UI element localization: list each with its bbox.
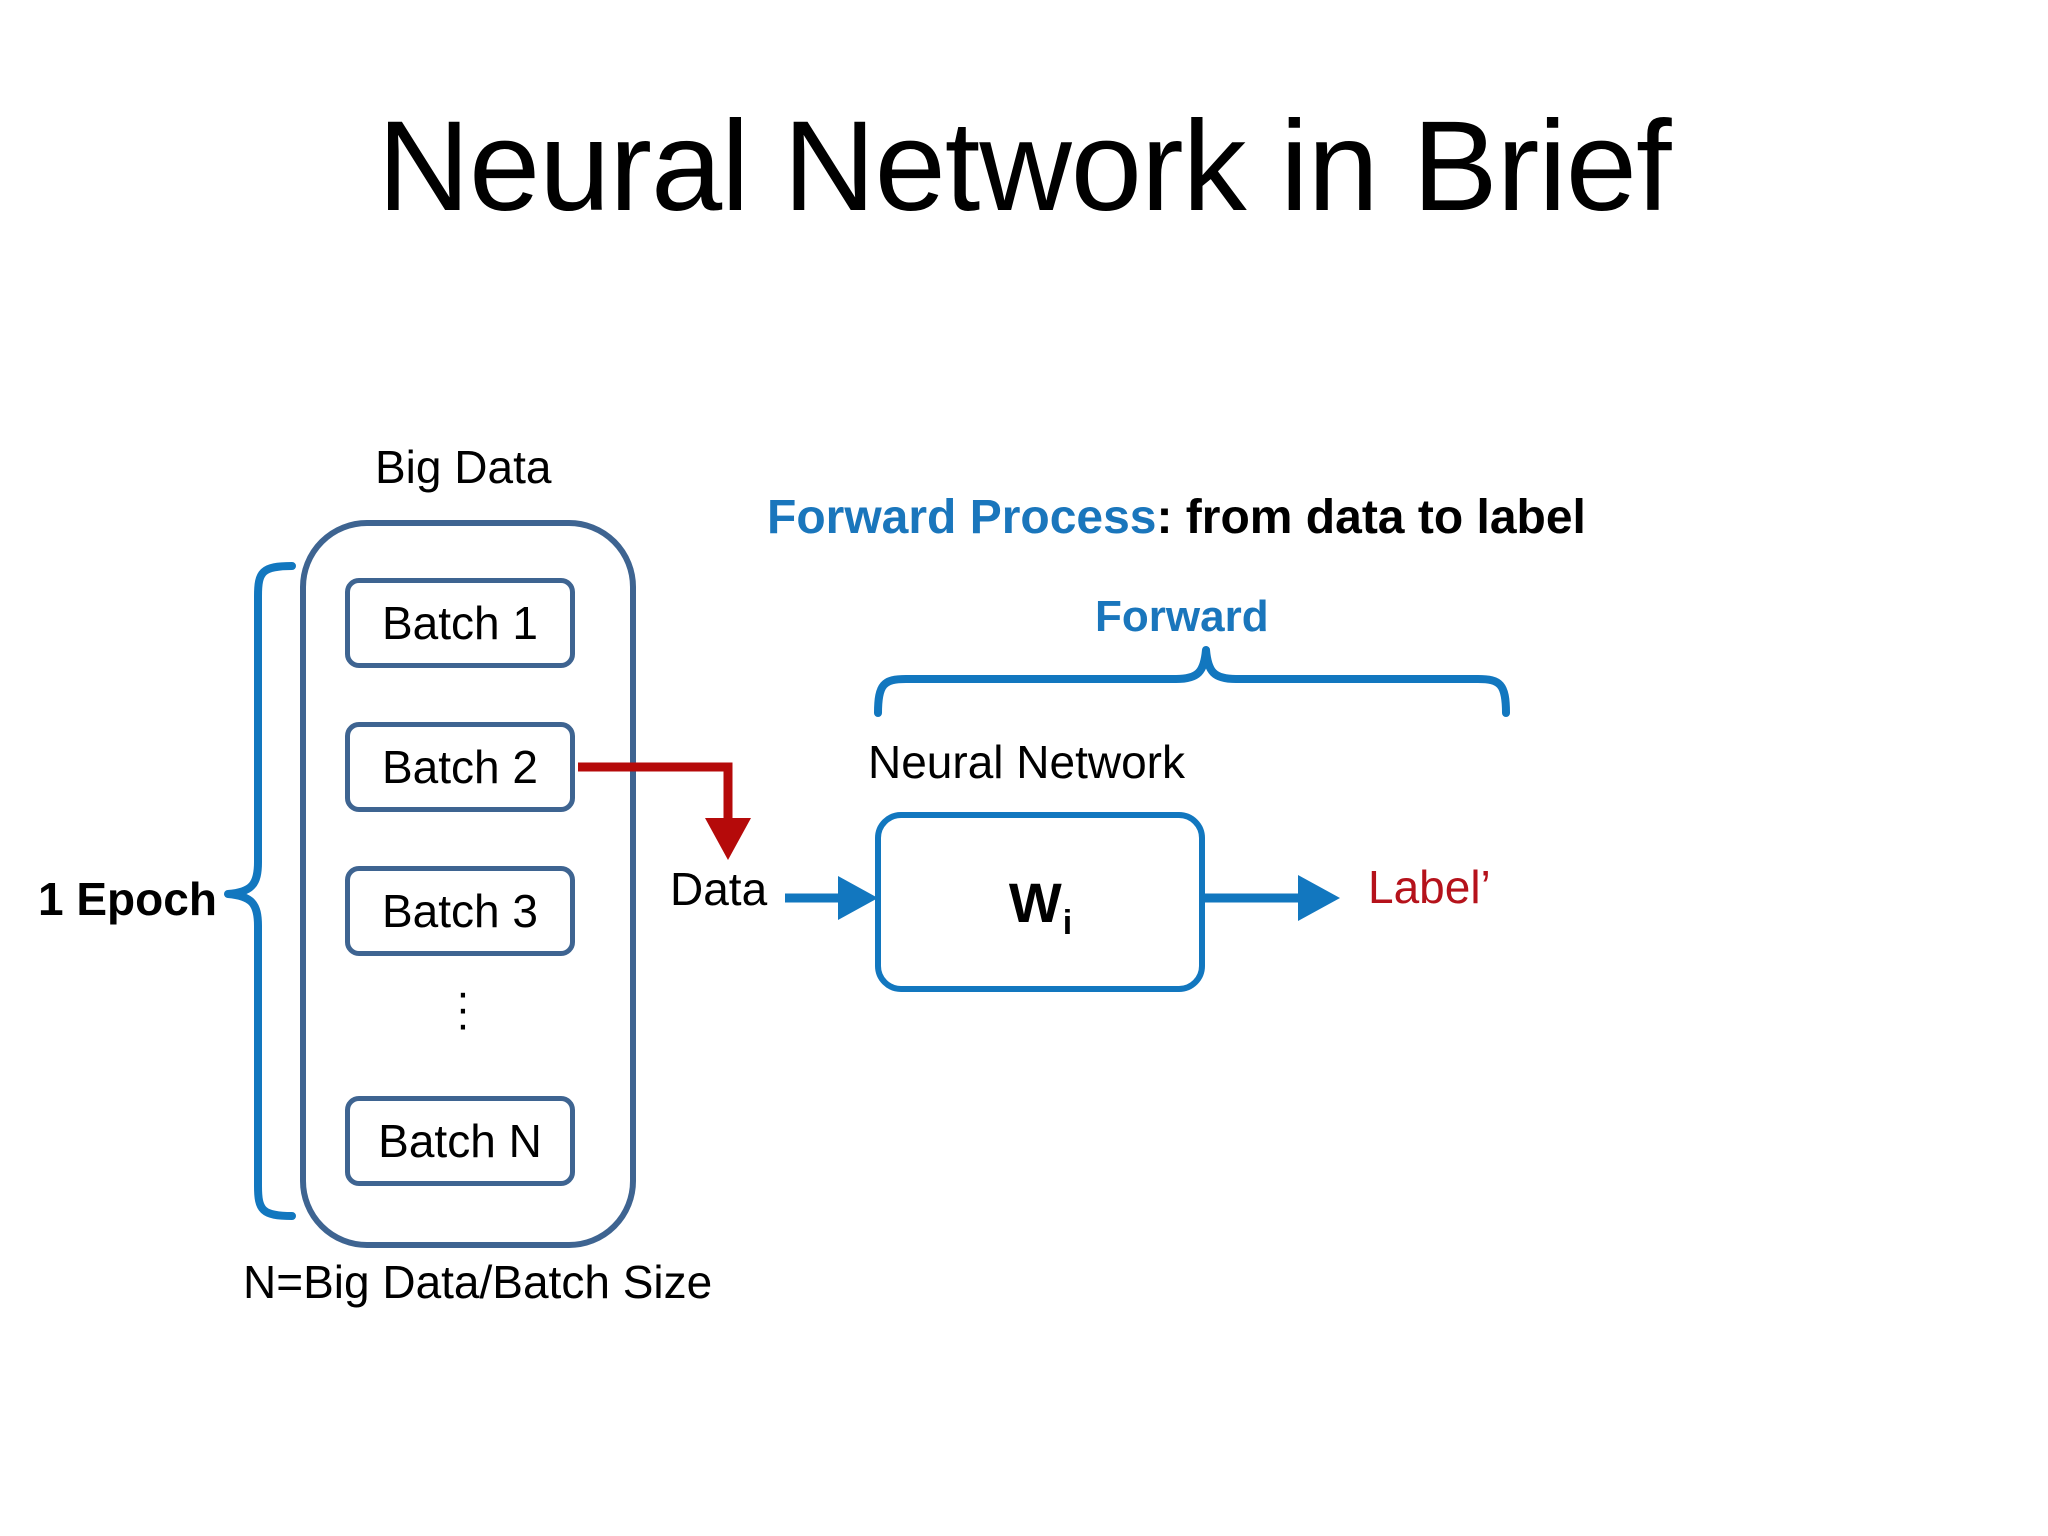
batch-box-label: Batch 1 [382, 597, 538, 649]
weights-symbol: W [1008, 870, 1062, 934]
neural-network-label: Neural Network [868, 736, 1185, 788]
forward-process-heading-accent: Forward Process [767, 491, 1157, 544]
batch2-to-data-arrow [578, 762, 751, 860]
data-to-network-arrow [785, 876, 878, 920]
forward-brace [874, 646, 1510, 717]
forward-process-heading-rest: : from data to label [1156, 491, 1586, 544]
batch-count-formula-label: N=Big Data/Batch Size [243, 1256, 713, 1308]
forward-brace-label: Forward [1095, 592, 1269, 641]
batch-box-n[interactable]: Batch N [345, 1096, 575, 1186]
batch-box-label: Batch 3 [382, 885, 538, 937]
neural-network-weights-box[interactable]: Wi [875, 812, 1205, 992]
forward-process-heading: Forward Process: from data to label [767, 490, 1586, 545]
page-title: Neural Network in Brief [377, 95, 1672, 238]
epoch-label: 1 Epoch [38, 873, 217, 925]
batch-box-label: Batch N [378, 1115, 542, 1167]
batch-box-label: Batch 2 [382, 741, 538, 793]
predicted-label-output: Label’ [1368, 861, 1491, 913]
epoch-brace [224, 562, 296, 1220]
weights-label: Wi [1008, 870, 1072, 942]
network-to-label-arrow [1205, 875, 1340, 921]
batch-box-1[interactable]: Batch 1 [345, 578, 575, 668]
batch-box-2[interactable]: Batch 2 [345, 722, 575, 812]
data-label: Data [670, 863, 768, 915]
weights-subscript: i [1062, 903, 1073, 942]
vertical-ellipsis-icon: ··· [455, 968, 471, 1049]
batch-box-3[interactable]: Batch 3 [345, 866, 575, 956]
big-data-label: Big Data [375, 441, 552, 493]
